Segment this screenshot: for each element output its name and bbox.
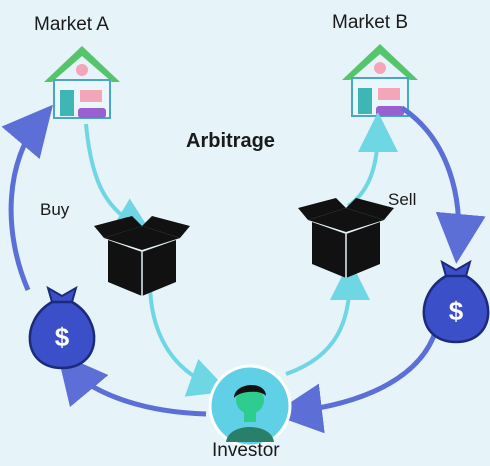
investor-label: Investor <box>212 440 280 461</box>
market-b-label: Market B <box>332 12 409 33</box>
flow-arrow-box-to-investor <box>148 281 230 397</box>
market-b-house-icon <box>342 44 418 117</box>
flow-arrow-bag-to-marketA <box>1 104 53 291</box>
flow-arrow-marketB-to-bag <box>400 105 486 264</box>
person-avatar-icon <box>208 364 292 448</box>
money-bag-icon: $ <box>28 285 96 370</box>
flow-arrow-bag-to-investor <box>272 329 439 434</box>
money-symbol: $ <box>55 322 70 352</box>
money-bag-icon: $ <box>422 259 490 344</box>
diagram-title: Arbitrage <box>186 130 275 152</box>
box-icon <box>94 216 190 296</box>
sell-label: Sell <box>388 190 417 209</box>
market-a-label: Market A <box>34 14 109 35</box>
money-symbol: $ <box>449 296 464 326</box>
buy-label: Buy <box>40 200 70 219</box>
flow-arrow-investor-to-bag <box>57 352 207 417</box>
flow-arrow-investor-to-box <box>285 260 370 376</box>
market-a-house-icon <box>44 46 120 119</box>
box-icon <box>298 198 394 278</box>
